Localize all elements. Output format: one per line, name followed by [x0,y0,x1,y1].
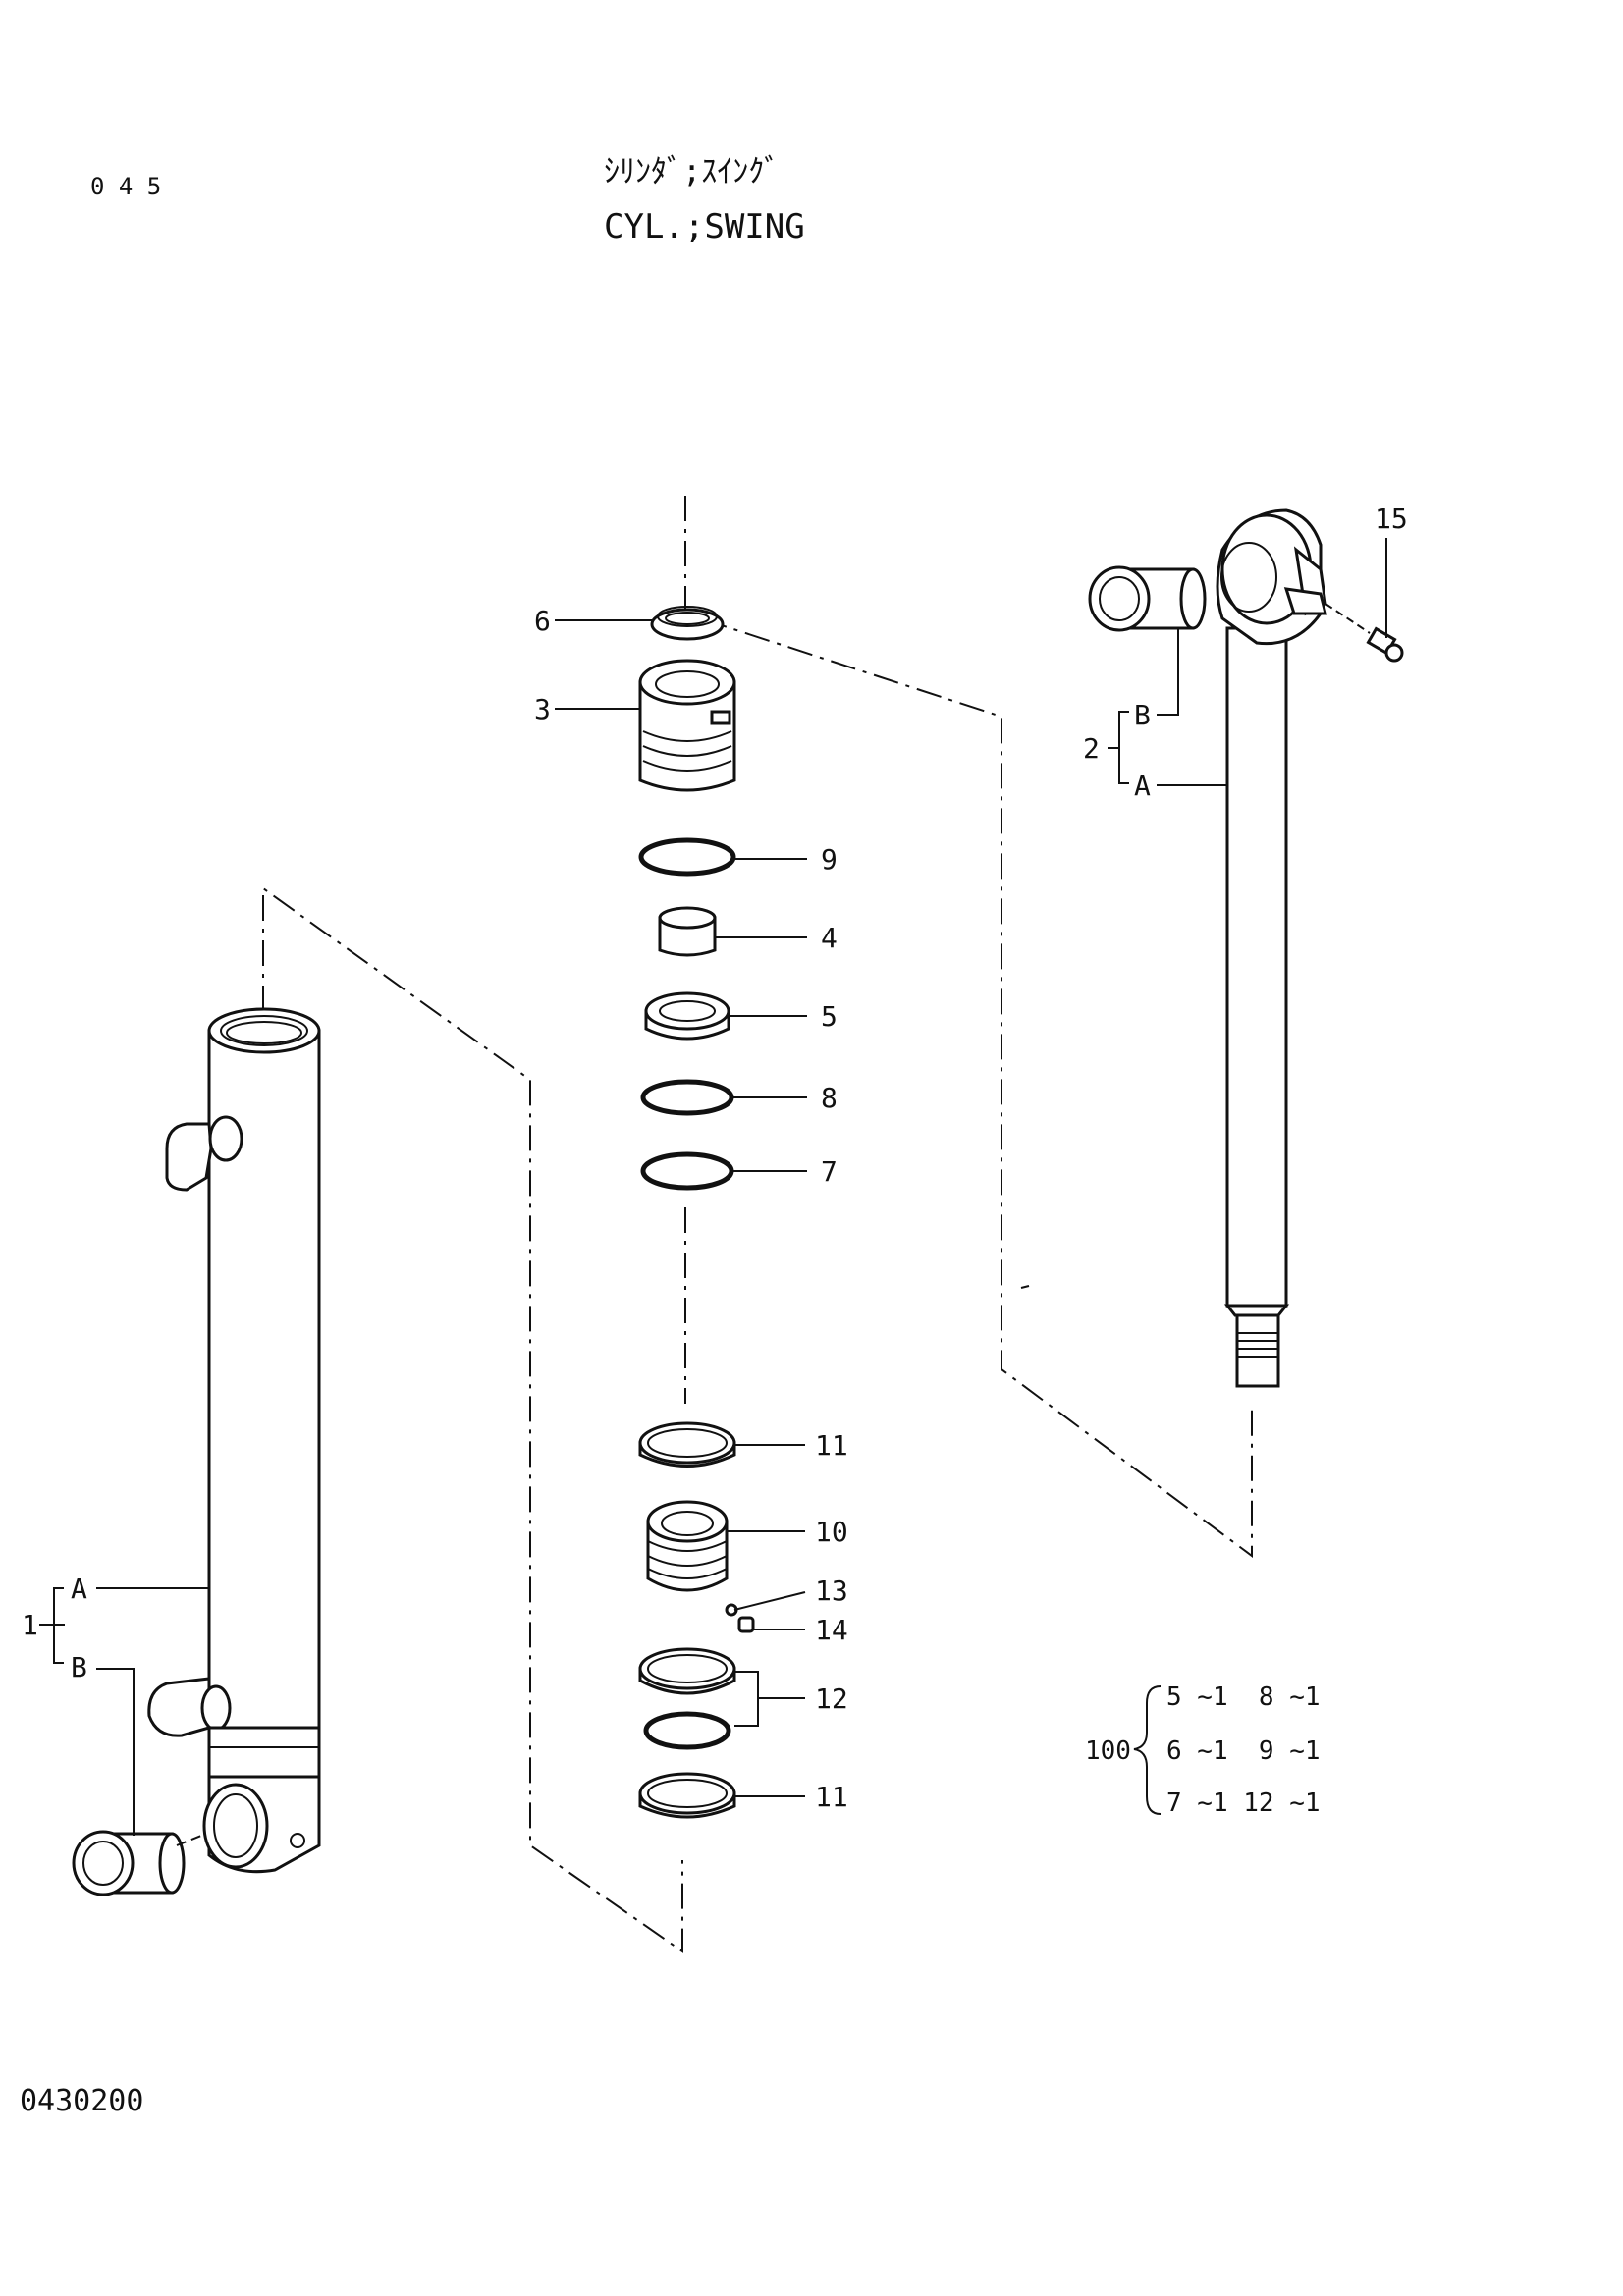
callout-9: 9 [821,843,838,876]
callout-13: 13 [815,1575,848,1607]
callout-7: 7 [821,1155,838,1188]
callout-2: 2 [1083,732,1100,765]
kit-row-1: 5 ~1 8 ~1 [1166,1682,1321,1712]
cylinder-tube-drawing [72,1007,321,1896]
kit-row-3: 7 ~1 12 ~1 [1166,1789,1321,1818]
callouts: 6 3 9 4 5 8 7 11 10 13 14 12 11 1 A B 2 … [22,503,1408,1813]
callout-3: 3 [534,693,551,725]
grease-nipple-drawing [1325,603,1404,663]
callout-12: 12 [815,1682,848,1715]
leader-lines [39,538,1387,1836]
seal-kit-drawing [638,606,755,1819]
callout-8: 8 [821,1082,838,1114]
callout-5: 5 [821,1000,838,1033]
drawing-number: 0430200 [20,2084,143,2118]
alignment-line-tube [262,886,683,1953]
callout-4: 4 [821,922,838,954]
callout-15: 15 [1375,503,1408,535]
callout-1: 1 [22,1609,38,1641]
callout-6: 6 [534,605,551,637]
kit-row-2: 6 ~1 9 ~1 [1166,1736,1321,1766]
alignment-line-rod [684,496,1253,1558]
callout-10: 10 [815,1516,848,1548]
kit-number: 100 [1085,1736,1131,1766]
callout-1b: B [71,1651,87,1683]
title-japanese: ｼﾘﾝﾀﾞ;ｽｲﾝｸﾞ [604,152,780,189]
callout-2a: A [1134,770,1151,802]
piston-rod-drawing [1088,508,1404,1388]
callout-11-lower: 11 [815,1781,848,1813]
callout-2b: B [1134,699,1151,731]
callout-14: 14 [815,1614,848,1646]
callout-11-upper: 11 [815,1429,848,1462]
seal-kit-table: 100 5 ~1 8 ~1 6 ~1 9 ~1 7 ~1 12 ~1 [1085,1682,1321,1818]
page-number: 0 4 5 [90,173,161,200]
callout-1a: A [71,1573,87,1605]
title-english: CYL.;SWING [604,207,805,246]
